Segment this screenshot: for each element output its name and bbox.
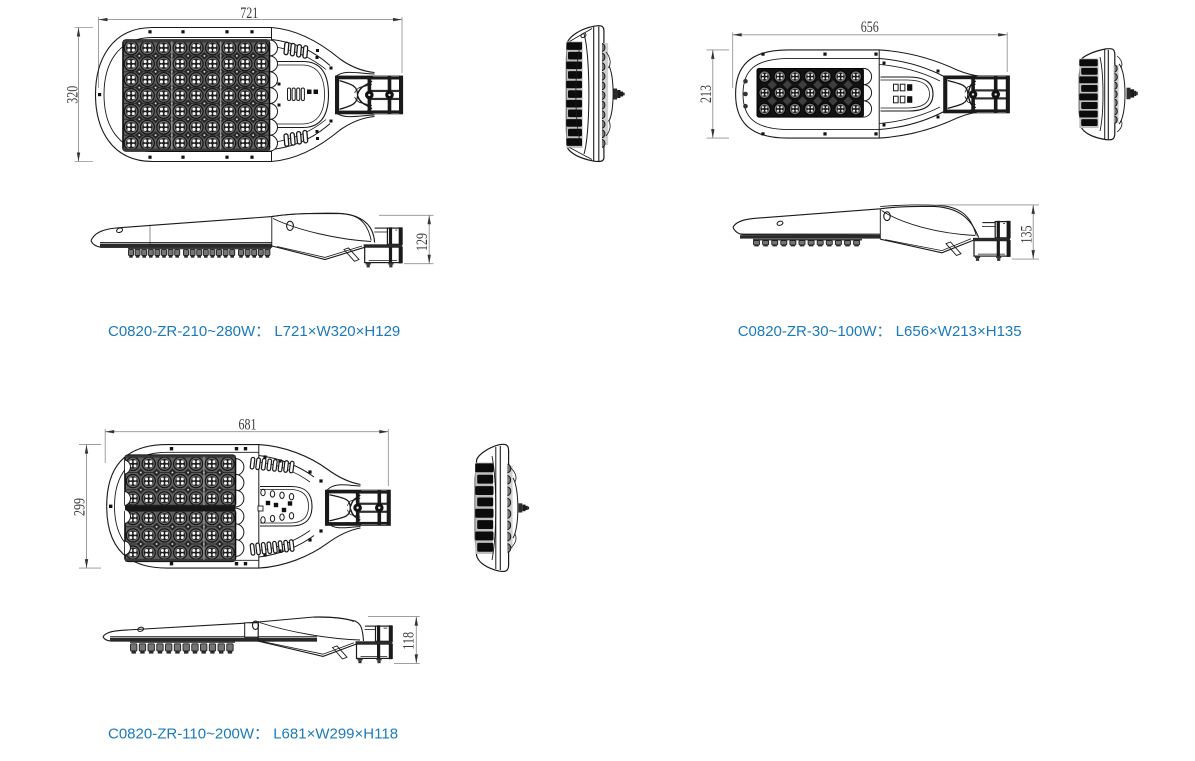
svg-text:681: 681 [239,417,257,434]
svg-text:213: 213 [698,85,715,103]
svg-text:118: 118 [401,632,418,650]
svg-text:129: 129 [414,233,431,251]
svg-text:656: 656 [861,19,879,36]
svg-text:721: 721 [240,5,258,22]
svg-text:C0820-ZR-110~200W： L681×W299×H: C0820-ZR-110~200W： L681×W299×H118 [108,726,398,743]
svg-text:C0820-ZR-210~280W： L721×W320×H: C0820-ZR-210~280W： L721×W320×H129 [108,323,400,340]
svg-text:135: 135 [1019,226,1036,244]
svg-text:299: 299 [71,498,88,516]
svg-text:C0820-ZR-30~100W： L656×W213×H1: C0820-ZR-30~100W： L656×W213×H135 [738,323,1022,340]
svg-text:320: 320 [64,86,81,104]
